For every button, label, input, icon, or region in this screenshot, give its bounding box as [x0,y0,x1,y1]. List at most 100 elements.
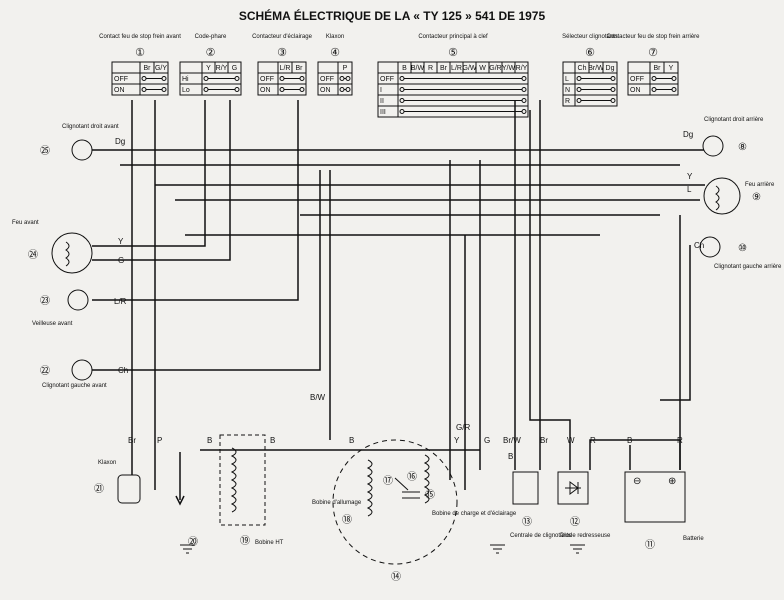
switch-contact [610,87,616,92]
label-15: Bobine de charge et d'éclairage [432,511,517,517]
label-22: Clignotant gauche avant [42,383,107,389]
switch-row-label: II [380,98,384,105]
num-21: ㉑ [94,483,104,495]
num-11: ⑪ [645,539,655,551]
ht-coil-box [219,434,266,526]
switch-number: ⑦ [648,47,658,59]
switch-contact [610,76,616,81]
num-12: ⑫ [570,516,580,528]
capacitor [402,491,420,499]
switch-number: ④ [330,47,340,59]
rear-right-indicator [702,135,724,157]
tail-light-filament [715,185,720,211]
contact-breaker [394,477,409,491]
switch-contact [651,76,657,81]
ground-2 [490,544,505,554]
num-16: ⑯ [407,471,417,483]
switch-contact [141,76,147,81]
wire-diode-r [589,439,681,470]
num-22: ㉒ [40,365,50,377]
ht-coil [230,447,237,513]
wl-ch-left: Ch [118,366,128,375]
switch-col-label: B [402,65,407,72]
wire-diode-w [529,110,571,470]
num-18: ⑱ [342,514,352,526]
wire-pilot-lr [92,100,299,301]
components: ㉕ Clignotant droit avant ㉔ Feu avant ㉓ V… [12,117,782,583]
battery-plus: ⊕ [668,476,676,487]
switch-contact [345,76,351,81]
ground-3 [570,544,585,554]
wiring [92,100,705,554]
switch-label: Contacteur feu de stop frein arrière [606,34,700,40]
wl-dg-right: Dg [683,130,693,139]
switch-row-label: OFF [114,76,128,83]
switch-number: ② [206,47,216,59]
switch-contact [610,98,616,103]
switch-col-label: Br [296,65,304,72]
wl-y-head: Y [118,237,124,246]
switch-contact [234,87,240,92]
num-9: ⑨ [752,192,761,203]
label-25: Clignotant droit avant [62,124,119,130]
wire-labels: Dg Dg Y L Ch Y G L/R Ch B/W Br P B B B Y… [114,130,704,461]
switch-contact [399,109,405,114]
label-21: Klaxon [98,460,116,466]
num-24: ㉔ [28,249,38,261]
wl-lr-pilot: L/R [114,297,127,306]
headlamp-filament [65,241,70,267]
wl-brw-flash: Br/W [503,436,521,445]
switch-contact [399,87,405,92]
switch-row-label: ON [260,87,271,94]
flasher-unit [512,471,539,505]
wire-head-y [92,100,206,247]
switch-row-label: OFF [630,76,644,83]
headlamp [51,232,93,274]
switch-contact [521,109,527,114]
label-9: Feu arrière [745,182,775,188]
wire-ch-right [660,245,691,401]
wl-b-coil: B [349,436,354,445]
switch-col-label: R/Y [516,65,528,72]
switch-row-label: ON [630,87,641,94]
tail-light [703,177,741,215]
rectifier-diode [565,481,581,495]
switch-row-label: R [565,98,570,105]
battery-minus: ⊖ [633,476,641,487]
switch-row-label: Lo [182,87,190,94]
switch-col-label: Br [144,65,152,72]
switch-number: ⑥ [585,47,595,59]
switch-row-label: ON [114,87,125,94]
switch-row-label: L [565,76,569,83]
wl-w-diode: W [567,436,575,445]
ground-1 [180,544,195,554]
wl-ch-right: Ch [694,241,704,250]
front-left-indicator [71,359,93,381]
switch-col-label: Y [206,65,211,72]
wl-g-head: G [118,256,124,265]
switch-col-label: L/R [451,65,462,72]
switch-col-label: Y/W [502,65,516,72]
front-right-indicator [71,139,93,161]
horn [117,474,141,504]
switch-contact [521,87,527,92]
ignition-coil [366,459,373,517]
magneto-circle [332,439,458,565]
switch-contact [279,76,285,81]
switch-col-label: G/W [463,65,477,72]
pilot-lamp [67,289,89,311]
num-25: ㉕ [40,145,50,157]
label-19: Bobine HT [255,540,284,546]
label-12: Diode redresseuse [560,533,611,539]
switch-col-label: W [479,65,486,72]
wl-r-batt: R [677,436,683,445]
switch-label: Contact feu de stop frein avant [99,34,181,40]
